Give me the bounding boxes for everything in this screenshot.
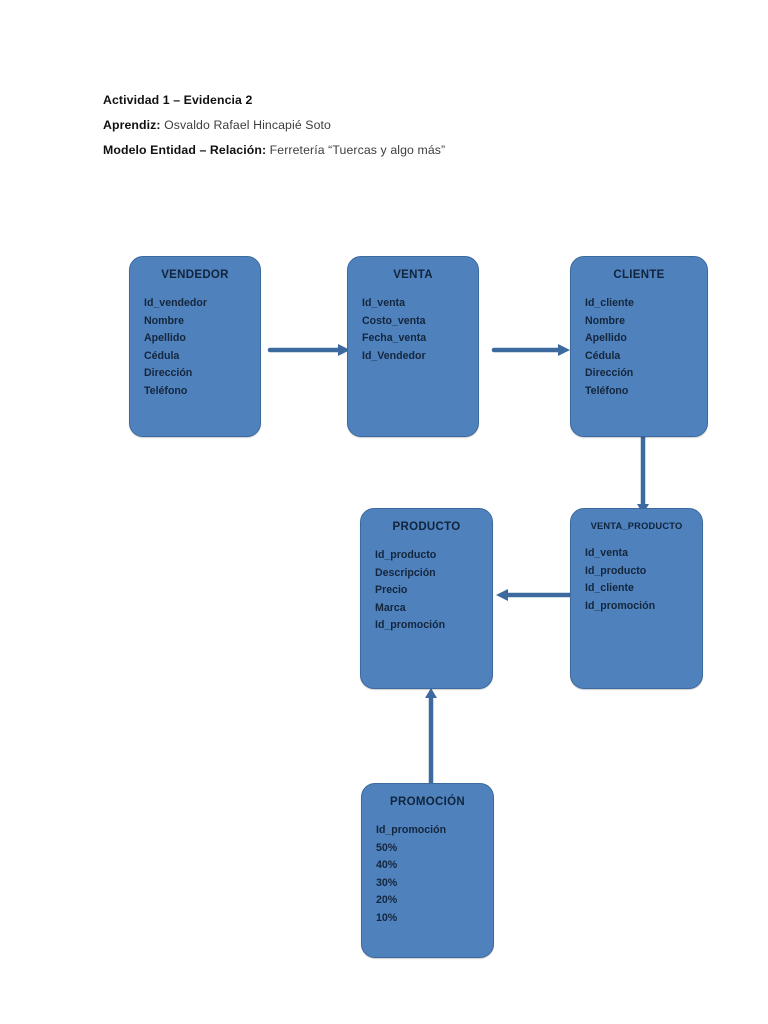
attribute-item: Nombre (585, 314, 626, 327)
document-header: Actividad 1 – Evidencia 2 Aprendiz: Osva… (103, 88, 663, 163)
entity-venta-producto[interactable]: VENTA_PRODUCTO Id_venta Id_producto Id_c… (570, 508, 703, 689)
header-line-apprentice: Aprendiz: Osvaldo Rafael Hincapié Soto (103, 113, 663, 138)
attribute-list-promocion: Id_promoción 50% 40% 30% 20% 10% (376, 822, 493, 928)
attribute-item: Teléfono (144, 384, 188, 397)
attribute-item: Id_cliente (585, 582, 634, 595)
attribute-list-cliente: Id_cliente Nombre Apellido Cédula Direcc… (585, 295, 707, 401)
activity-title: Actividad 1 – Evidencia 2 (103, 93, 253, 107)
attribute-item: Dirección (585, 367, 634, 380)
model-value: Ferretería “Tuercas y algo más” (266, 143, 446, 157)
attribute-item: Id_promoción (376, 824, 447, 836)
attribute-item: Id_promoción (375, 619, 446, 632)
attribute-item: Nombre (144, 314, 185, 327)
attribute-item: Teléfono (585, 384, 629, 397)
entity-producto[interactable]: PRODUCTO Id_producto Descripción Precio … (360, 508, 493, 689)
attribute-list-venta-producto: Id_venta Id_producto Id_cliente Id_promo… (585, 545, 702, 615)
attribute-list-venta: Id_venta Costo_venta Fecha_venta Id_Vend… (362, 295, 478, 365)
entity-title-venta-producto: VENTA_PRODUCTO (590, 521, 683, 531)
entity-venta[interactable]: VENTA Id_venta Costo_venta Fecha_venta I… (347, 256, 479, 437)
header-line-activity: Actividad 1 – Evidencia 2 (103, 88, 663, 113)
attribute-item: Id_cliente (585, 297, 634, 309)
attribute-item: Apellido (585, 332, 627, 345)
entity-title-promocion: PROMOCIÓN (390, 796, 465, 808)
entity-cliente[interactable]: CLIENTE Id_cliente Nombre Apellido Cédul… (570, 256, 708, 437)
attribute-item: 50% (376, 841, 398, 854)
attribute-item: Dirección (144, 367, 193, 380)
connector-cliente-to-venta-producto (629, 431, 657, 516)
entity-promocion[interactable]: PROMOCIÓN Id_promoción 50% 40% 30% 20% 1… (361, 783, 494, 958)
attribute-item: Id_venta (585, 547, 628, 559)
connector-venta-to-cliente (491, 336, 572, 364)
attribute-item: Cédula (144, 349, 180, 362)
entity-title-vendedor: VENDEDOR (161, 269, 229, 281)
connector-vendedor-to-venta (267, 336, 352, 364)
apprentice-label: Aprendiz: (103, 118, 161, 132)
attribute-item: 30% (376, 876, 398, 889)
attribute-item: Id_producto (585, 564, 647, 577)
attribute-item: 20% (376, 894, 398, 907)
entity-title-producto: PRODUCTO (392, 521, 461, 533)
attribute-item: Id_producto (375, 549, 437, 561)
connector-venta-producto-to-producto (494, 581, 577, 609)
attribute-item: Costo_venta (362, 314, 426, 327)
entity-title-venta: VENTA (393, 269, 433, 281)
attribute-item: Id_venta (362, 297, 405, 309)
attribute-item: 40% (376, 859, 398, 872)
attribute-item: Precio (375, 584, 408, 597)
header-line-model: Modelo Entidad – Relación: Ferretería “T… (103, 138, 663, 163)
attribute-list-vendedor: Id_vendedor Nombre Apellido Cédula Direc… (144, 295, 260, 401)
attribute-item: Id_vendedor (144, 297, 207, 309)
entity-vendedor[interactable]: VENDEDOR Id_vendedor Nombre Apellido Céd… (129, 256, 261, 437)
connector-promocion-to-producto (417, 686, 445, 787)
model-label: Modelo Entidad – Relación: (103, 143, 267, 157)
entity-title-cliente: CLIENTE (613, 269, 665, 281)
attribute-item: Cédula (585, 349, 621, 362)
attribute-list-producto: Id_producto Descripción Precio Marca Id_… (375, 547, 492, 635)
apprentice-name: Osvaldo Rafael Hincapié Soto (160, 118, 331, 132)
attribute-item: Descripción (375, 566, 436, 579)
attribute-item: Fecha_venta (362, 332, 427, 345)
attribute-item: 10% (376, 911, 398, 924)
attribute-item: Apellido (144, 332, 186, 345)
attribute-item: Marca (375, 601, 406, 614)
attribute-item: Id_Vendedor (362, 349, 426, 362)
attribute-item: Id_promoción (585, 599, 656, 612)
